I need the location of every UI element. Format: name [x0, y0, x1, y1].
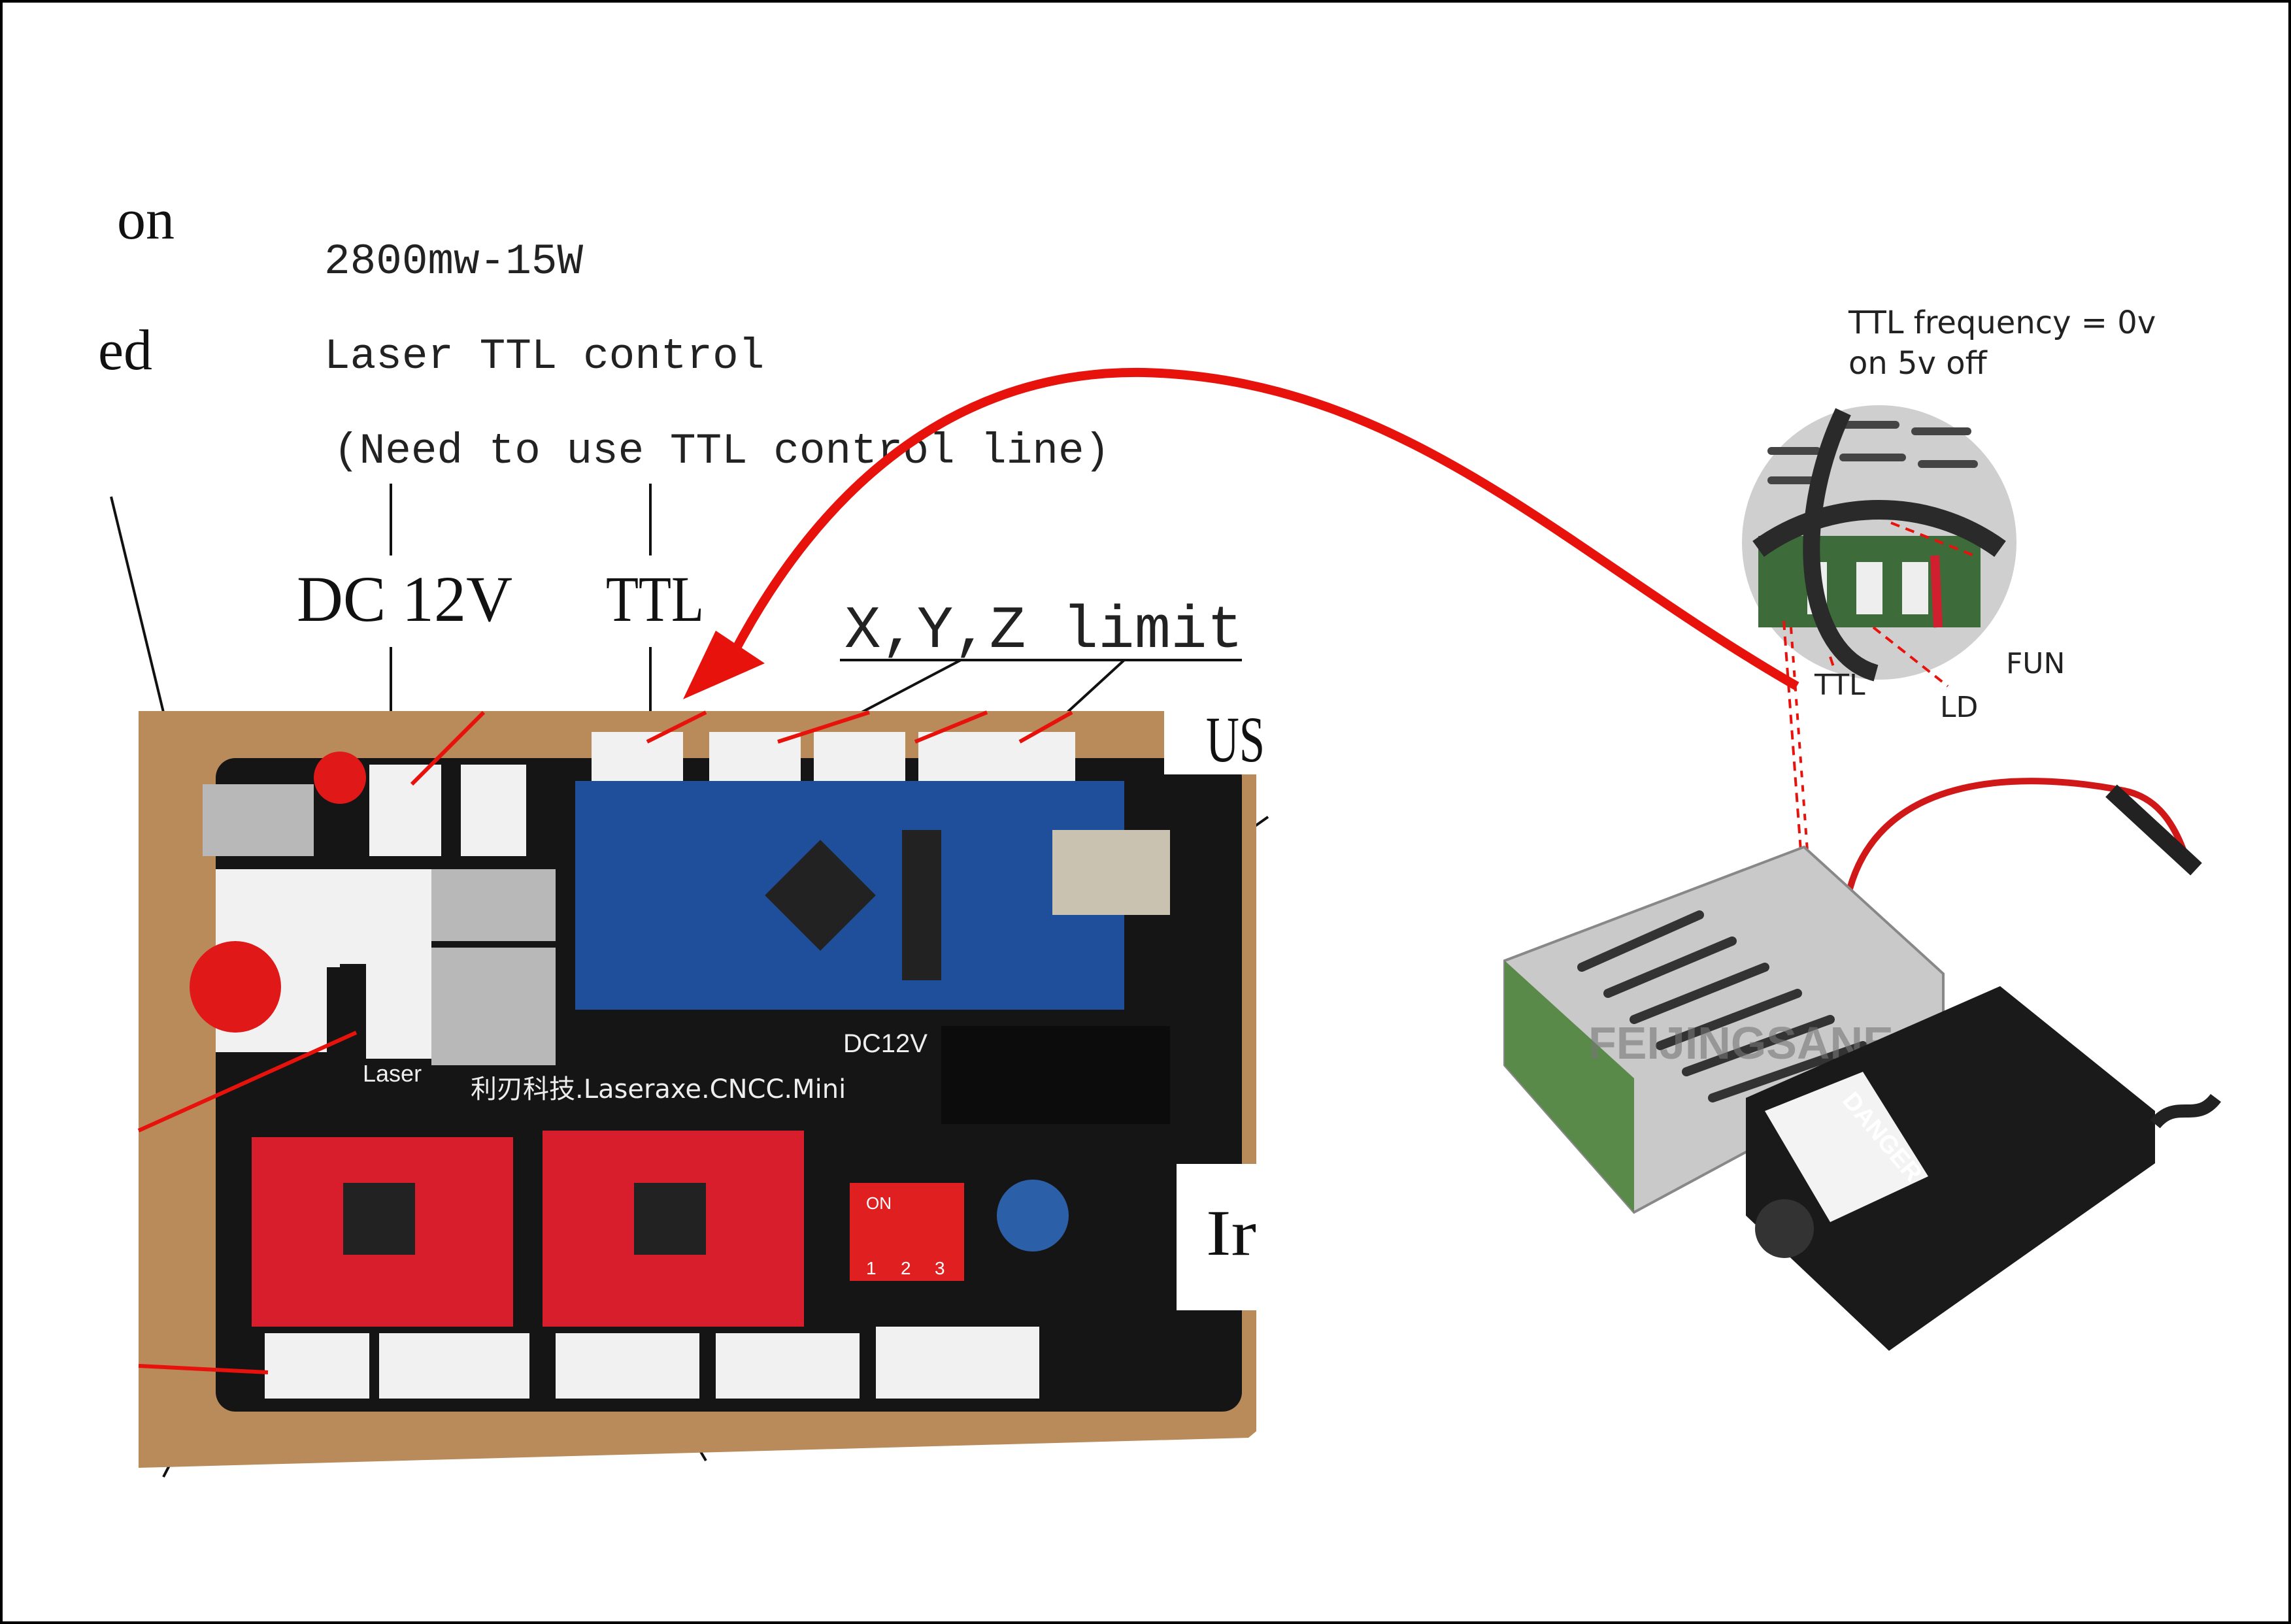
partial-label-on: on: [117, 188, 175, 252]
pin-label-ld: LD: [1940, 691, 1978, 724]
dip-label-1: 1: [866, 1258, 877, 1278]
connector-inset-photo: [1742, 405, 2016, 682]
ttl-connection-arrow: [731, 367, 1799, 691]
dip-label-3: 3: [935, 1258, 945, 1278]
pin-label-ttl: TTL: [1814, 669, 1865, 702]
label-xyz-limit: X,Y,Z limit: [844, 597, 1243, 665]
partial-label-ed: ed: [98, 319, 152, 382]
spec-note: (Need to use TTL control line): [333, 427, 1110, 476]
label-dc12v: DC 12V: [297, 563, 512, 635]
laser-module-photo: FEIJINGSANE DANGER: [1503, 778, 2221, 1351]
spec-control: Laser TTL control: [324, 332, 764, 381]
inset-caption-line1: TTL frequency = 0v: [1848, 305, 2156, 341]
board-silkscreen: 利刃科技.Laseraxe.CNCC.Mini: [471, 1074, 846, 1104]
dip-on-label: ON: [866, 1193, 892, 1213]
capacitor: [997, 1180, 1069, 1251]
pin-label-fun: FUN: [2006, 647, 2065, 680]
dip-switch: [850, 1183, 964, 1281]
label-usb-partial: US: [1206, 703, 1265, 776]
inset-caption-line2: on 5v off: [1848, 345, 1988, 382]
arrowhead-icon: [683, 631, 765, 699]
dc-jack-label: DC12V: [843, 1029, 928, 1058]
dip-label-2: 2: [901, 1258, 911, 1278]
label-ttl: TTL: [606, 563, 704, 635]
label-input-partial: Ir: [1206, 1197, 1256, 1269]
controller-board-photo: DC12V Laser 利刃科技.Laseraxe.CNCC.Mini ON 1…: [137, 710, 1256, 1468]
pin-leader-lines: [1782, 522, 1975, 896]
laser-port-label: Laser: [363, 1060, 422, 1087]
spec-power: 2800mw-15W: [324, 237, 583, 286]
reset-button: [190, 941, 281, 1033]
